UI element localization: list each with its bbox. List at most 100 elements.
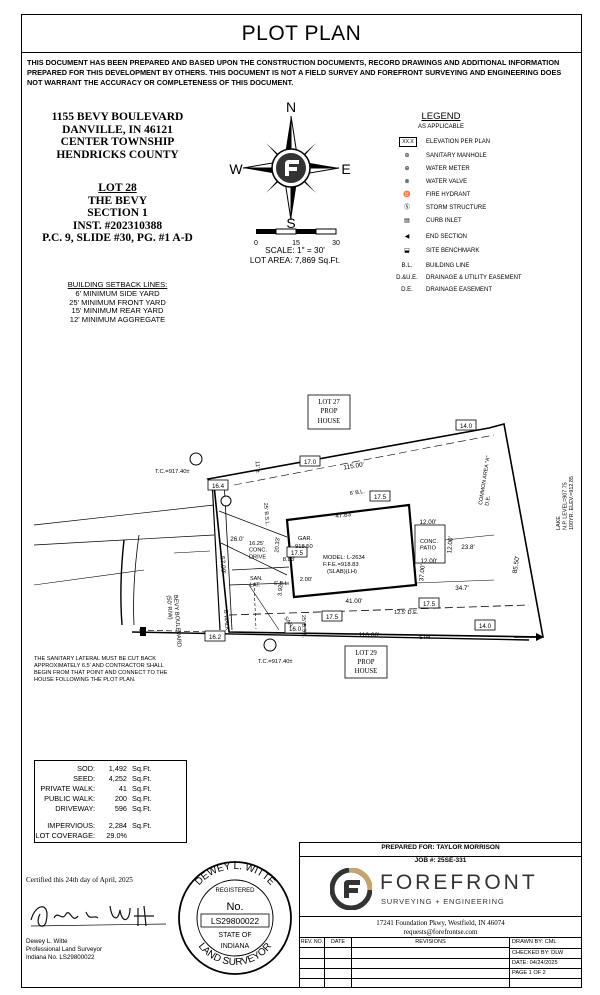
elev-label: 17.5: [374, 494, 387, 501]
area-value: 200: [114, 794, 127, 803]
dim-label: 12.00': [421, 558, 438, 565]
lot-inst: INST. #202310388: [72, 219, 163, 232]
area-label: SEED:: [73, 774, 95, 783]
job-number: JOB #: 25SE-331: [414, 857, 467, 864]
dim-label: 11' ±: [254, 461, 261, 473]
lot29-label: HOUSE: [355, 668, 378, 675]
lot-subdivision: THE BEVY: [87, 194, 148, 207]
address-city: DANVILLE, IN 46121: [62, 123, 173, 136]
legend-item: Ⓢ STORM STRUCTURE: [396, 203, 566, 213]
scale-tick: 30: [332, 240, 340, 247]
address-township: CENTER TOWNSHIP: [60, 136, 175, 148]
legend-label: STORM STRUCTURE: [426, 205, 487, 211]
compass-south: S: [286, 215, 295, 230]
plot-plan-drawing: 17.0 14.0 16.4 17.5 17.5 17.5 17.5 16.2 …: [33, 394, 575, 679]
svg-text:DEWEY L. WITTE: DEWEY L. WITTE: [193, 861, 277, 888]
legend-abbr: D.E.: [401, 287, 413, 293]
area-value: 41: [118, 784, 127, 793]
company-email: requests@forefrontse.com: [403, 928, 478, 936]
lot29-label: LOT 29: [355, 650, 377, 657]
building-line-label: 25' B.S.L.: [262, 503, 270, 527]
setback-item: 6' MINIMUM SIDE YARD: [75, 288, 160, 298]
area-value: 1,492: [108, 764, 127, 773]
area-value: 2,284: [108, 821, 127, 830]
garage-label: GAR.: [298, 536, 313, 542]
seal-state: STATE OF: [218, 932, 251, 939]
compass-rose-icon: N S E W: [229, 100, 350, 230]
common-area-label: COMMON AREA "A"D.E.: [478, 455, 498, 506]
legend-item: ⊛SANITARY MANHOLE: [396, 151, 566, 161]
elev-label: 16.0: [289, 626, 302, 633]
company-address: 17241 Foundation Pkwy, Westfield, IN 460…: [376, 919, 505, 927]
dim-label: 8.83': [283, 557, 295, 563]
dim-label: 12.00': [446, 536, 454, 554]
scale-label: SCALE: 1" = 30': [265, 245, 325, 255]
area-label: PUBLIC WALK:: [44, 794, 95, 803]
site-benchmark-icon: ⬓: [404, 248, 410, 254]
legend-label: WATER METER: [426, 166, 470, 172]
storm-structure-icon: Ⓢ: [403, 205, 410, 211]
road-label: BEVY BOULEVARD(50' R/W): [165, 595, 182, 648]
elev-label: 17.0: [304, 459, 317, 466]
lake-label: LAKEN.P. LEVEL=907.75100YR. ELEV.=912.85: [556, 476, 575, 530]
sanitary-label: SAN: [282, 616, 293, 629]
legend-item: ⊕WATER METER: [396, 164, 566, 174]
area-row: LOT COVERAGE:29.0%: [35, 831, 188, 840]
building-line-label: 25' B.S.L.: [300, 615, 307, 638]
signature-image: [30, 905, 167, 927]
disclaimer: THIS DOCUMENT HAS BEEN PREPARED AND BASE…: [27, 58, 562, 88]
signer-license: Indiana No. LS29800022: [26, 954, 95, 961]
seal-no: No.: [226, 901, 243, 913]
dim-label: 26.0': [230, 536, 243, 543]
elev-label: 17.5: [291, 550, 304, 557]
dim-label: 57.00': [218, 556, 226, 574]
lot27-label: HOUSE: [318, 418, 341, 425]
seal-name: DEWEY L. WITTE: [193, 861, 277, 888]
scale-bar: 0 15 30: [254, 228, 340, 247]
legend-item: ♉FIRE HYDRANT: [396, 190, 566, 200]
ffe-label: F.F.E.=918.83: [323, 562, 359, 568]
legend-item: D.&U.E.DRAINAGE & UTILITY EASEMENT: [396, 273, 566, 283]
rev-header: REV. NO.: [300, 939, 324, 945]
drive-label: 16.25'CONC.DRIVE: [249, 541, 267, 560]
fire-hydrant-icon: ♉: [403, 192, 411, 198]
dim-label: 85.50': [512, 556, 522, 574]
scale-tick: 15: [292, 240, 300, 247]
checked-by: CHECKED BY: DLW: [512, 950, 564, 956]
legend-label: DRAINAGE EASEMENT: [426, 287, 493, 293]
setback-item: 12' MINIMUM AGGREGATE: [69, 315, 166, 325]
legend-label: SITE BENCHMARK: [426, 248, 480, 254]
slab-label: (SLAB)(LH): [327, 569, 357, 575]
tc-label: T.C.=917.40±: [155, 469, 190, 475]
patio-label: CONC.PATIO: [420, 539, 438, 552]
area-label: IMPERVIOUS:: [47, 821, 95, 830]
elev-label: 16.2: [209, 634, 222, 641]
elev-label: 14.0: [460, 423, 473, 430]
company-name: FOREFRONT: [380, 871, 538, 894]
legend-label: DRAINAGE & UTILITY EASEMENT: [426, 275, 522, 281]
setback-lines: BUILDING SETBACK LINES: 6' MINIMUM SIDE …: [30, 280, 205, 325]
area-value: 596: [114, 804, 127, 813]
surveyor-seal-icon: DEWEY L. WITTE LAND SURVEYOR REGISTERED …: [178, 861, 292, 975]
legend-abbr: B.L.: [401, 263, 413, 269]
prepared-for: PREPARED FOR: TAYLOR MORRISON: [381, 844, 500, 851]
walk-label: B WALK: [222, 610, 229, 632]
legend-item: D.E. DRAINAGE EASEMENT: [396, 285, 566, 295]
legend-title: LEGEND: [421, 111, 461, 122]
page-title: PLOT PLAN: [241, 22, 362, 45]
dim-label: 12.00': [420, 519, 437, 526]
legend-label: BUILDING LINE: [426, 263, 470, 269]
title-divider: [21, 52, 582, 53]
revisions-header: REVISIONS: [415, 939, 446, 945]
compass-east: E: [341, 161, 350, 177]
legend-label: SANITARY MANHOLE: [426, 153, 487, 159]
legend-item: ⬓ SITE BENCHMARK: [396, 246, 566, 256]
lot27-label: PROP: [320, 408, 337, 415]
curb-inlet-icon: ▤: [404, 218, 410, 224]
address-street: 1155 BEVY BOULEVARD: [51, 111, 184, 123]
area-label: SOD:: [77, 764, 95, 773]
lot-section: SECTION 1: [87, 207, 148, 219]
